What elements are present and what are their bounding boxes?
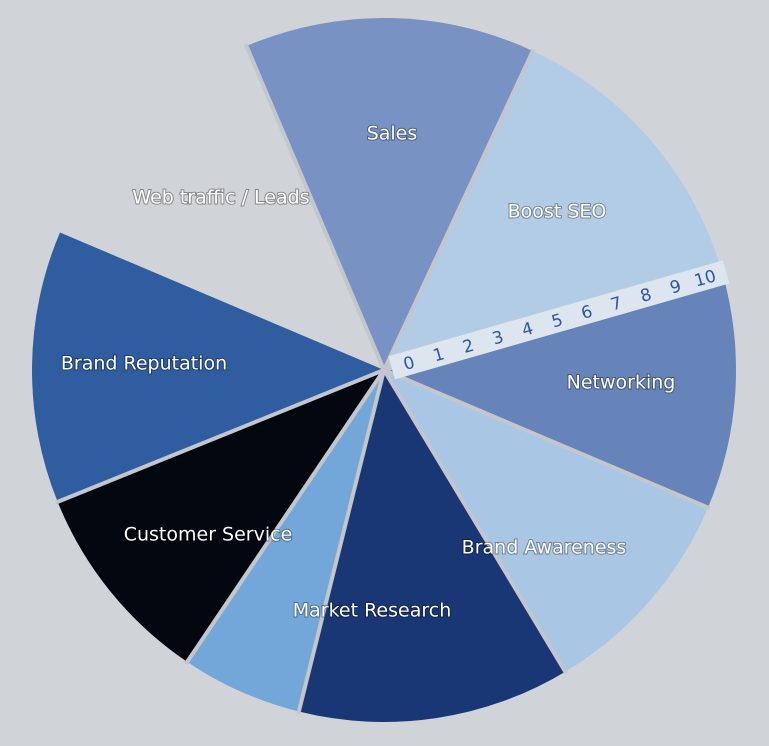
scale-tick-3: 3 <box>490 327 506 349</box>
segment-label: Market Research <box>293 600 452 622</box>
segment-label: Boost SEO <box>508 201 607 223</box>
scale-tick-6: 6 <box>579 302 595 324</box>
segment-sales <box>246 17 533 370</box>
segment-label: Web traffic / Leads <box>132 187 309 209</box>
segment-brand-awareness <box>384 370 709 672</box>
scale-tick-9: 9 <box>668 276 684 298</box>
segment-customer-service <box>187 370 384 712</box>
divider-line <box>55 368 385 505</box>
divider-line <box>382 368 569 675</box>
scale-band-bar <box>388 260 730 380</box>
divider-line <box>383 368 711 511</box>
scale-tick-8: 8 <box>638 285 654 307</box>
divider-line <box>184 368 386 665</box>
scale-tick-4: 4 <box>520 319 536 341</box>
scale-tick-2: 2 <box>461 336 477 358</box>
segment-label: Customer Service <box>124 524 293 546</box>
divider-line <box>243 43 386 371</box>
segment-networking <box>384 272 737 508</box>
segment-label: Networking <box>567 372 676 394</box>
segment-market-research <box>298 370 566 723</box>
divider-line <box>382 48 536 371</box>
segment-label: Sales <box>367 123 418 145</box>
divider-line <box>296 369 386 714</box>
scale-tick-1: 1 <box>431 344 447 366</box>
segment-label: Brand Reputation <box>61 353 227 375</box>
scale-tick-5: 5 <box>549 310 565 332</box>
scale-tick-7: 7 <box>609 293 625 315</box>
segment-brand-reputation <box>57 370 384 662</box>
scale-tick-0: 0 <box>401 353 417 375</box>
segment-label: Brand Awareness <box>462 537 627 559</box>
segment-web-traffic-leads <box>32 232 385 502</box>
